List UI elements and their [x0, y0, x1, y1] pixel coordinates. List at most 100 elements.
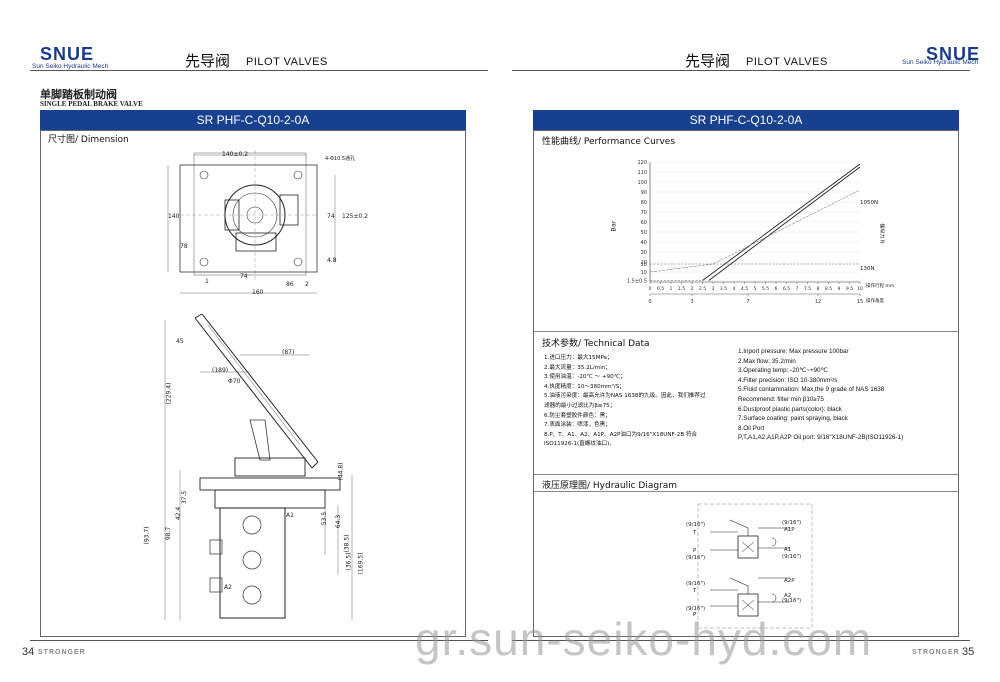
y-tick-label: 50	[641, 230, 647, 236]
hyd-label: A1P	[784, 527, 795, 533]
dim-label: (169.5)	[357, 552, 365, 575]
chart-annotation-130n: 130N	[860, 266, 875, 272]
left-page-number: 34	[22, 646, 35, 658]
tech-cn-line: 4.执度精度：10～380mm²/S；	[544, 383, 625, 390]
hyd-label: T	[693, 530, 697, 536]
right-title-en: PILOT VALVES	[746, 56, 828, 68]
y-tick-label: 20	[641, 260, 647, 266]
left-footer-brand: STRONGER	[38, 649, 86, 656]
tech-data-chinese: 1.进口压力：最大15MPa；2.最大流量：35.2L/min；3.使用油温：-…	[544, 354, 706, 450]
x-tick-label: 7	[796, 286, 799, 292]
dim-label: 160	[252, 289, 264, 296]
x-angle-tick-label: 7	[746, 299, 749, 305]
top-view-drawing	[167, 150, 336, 294]
performance-section-title: 性能曲线/ Performance Curves	[542, 137, 676, 147]
hydraulic-schematic	[697, 503, 813, 629]
x-tick-label: 4.5	[741, 286, 748, 292]
x-tick-label: 2	[691, 286, 694, 292]
y-tick-label: 40	[641, 240, 647, 246]
x-tick-label: 5.5	[762, 286, 769, 292]
series-line	[708, 166, 861, 281]
dim-label: Φ70	[228, 378, 241, 385]
tech-cn-line: 6.防尘套塑胶件颜色：黑；	[544, 412, 611, 419]
divider	[533, 474, 959, 475]
right-content-box	[533, 130, 959, 637]
x-tick-label: 1	[670, 286, 673, 292]
dim-label: 78	[180, 243, 188, 250]
x-tick-label: 2.5	[699, 286, 706, 292]
dim-label: 98.7	[165, 526, 173, 541]
hyd-label: (9/16")	[686, 522, 706, 528]
port-label-a1: A1	[286, 512, 294, 519]
dim-label: 53.5	[321, 511, 329, 526]
hyd-label: (9/16")	[686, 581, 706, 587]
left-footer-rule	[30, 640, 488, 641]
hydraulic-section-title: 液压原理图/ Hydraulic Diagram	[542, 481, 678, 491]
hyd-label: A2P	[784, 578, 795, 584]
tech-cn-line: 滤器的最小过滤比为β≥75；	[544, 402, 616, 409]
series-line	[649, 189, 861, 273]
dim-label: 140	[168, 213, 180, 220]
dim-label: (229.4)	[165, 382, 173, 405]
dim-label: (44.8)	[337, 462, 345, 481]
x-tick-label: 8	[817, 286, 820, 292]
right-footer-brand: STRONGER	[912, 649, 960, 656]
port-label-a2: A2	[224, 584, 232, 591]
tech-cn-line: ISO11926-1(直螺纹油口)。	[544, 441, 615, 448]
dim-label: (87)	[282, 349, 295, 356]
tech-cn-line: 7.表面涂装：喷漆，色黑；	[544, 422, 611, 429]
hyd-label: A1	[784, 547, 792, 553]
series-line	[702, 163, 861, 281]
divider	[533, 331, 959, 332]
y-tick-label: 110	[637, 170, 647, 176]
tech-en-line: P,T,A1,A2,A1P,A2P Oil port: 9/16"X18UNF-…	[738, 434, 904, 442]
dimension-section-title: 尺寸图/ Dimension	[48, 135, 129, 145]
left-content-box	[40, 130, 466, 637]
tech-en-line: 7.Surface coating: paint spraying, black	[738, 415, 848, 423]
dim-label: 2	[305, 281, 309, 288]
x-tick-label: 10	[857, 286, 863, 292]
tech-en-line: 4.Filter precision: ISO 10-380mm²/s	[738, 376, 838, 384]
right-page-number: 35	[962, 646, 975, 658]
tech-en-line: 6.Dustproof plastic parts(color): black	[738, 405, 842, 413]
dim-label: (36.5)	[345, 552, 353, 571]
left-page: SNUE Sun Seiko Hydraulic Mech 先导阀 PILOT …	[0, 0, 490, 682]
x-angle-tick-label: 0	[648, 299, 651, 305]
tech-cn-line: 5.油液污染度：最高允许为NAS 1638的九级。因此，我们推荐过	[544, 393, 706, 400]
chart-xlabel-bottom: 操作角度	[866, 299, 884, 304]
y-tick-label: 100	[637, 180, 647, 186]
left-model-band: SR PHF-C-Q10-2-0A	[40, 110, 466, 130]
y-tick-label: 30	[641, 250, 647, 256]
hyd-label: T	[693, 588, 697, 594]
y-tick-label: 60	[641, 220, 647, 226]
x-angle-tick-label: 12	[815, 299, 821, 305]
dim-label: 74	[240, 273, 248, 280]
y-tick-label: 70	[641, 210, 647, 216]
x-tick-label: 7.5	[804, 286, 811, 292]
left-title-en: PILOT VALVES	[246, 56, 328, 68]
right-footer-rule	[512, 640, 970, 641]
y-tick-label: 18	[641, 262, 647, 268]
hyd-label: (9/16")	[686, 555, 706, 561]
chart-xlabel-top: 操作行程 mm	[866, 284, 895, 289]
x-tick-label: 6	[775, 286, 778, 292]
watermark: gr.sun-seiko-hyd.com	[415, 613, 873, 665]
left-title-cn: 先导阀	[185, 52, 231, 70]
dim-label: 74	[327, 213, 335, 220]
dim-label: (38.5)	[343, 534, 351, 553]
dim-label: 37.5	[181, 490, 189, 505]
x-tick-label: 8.5	[825, 286, 832, 292]
x-tick-label: 5	[754, 286, 757, 292]
x-tick-label: 9	[838, 286, 841, 292]
chart-ylabel: Bar	[609, 220, 618, 232]
dim-label: (93.7)	[143, 526, 151, 545]
dim-label: 86	[286, 281, 294, 288]
tech-cn-line: 1.进口压力：最大15MPa；	[544, 355, 613, 361]
hyd-label: P	[693, 612, 697, 618]
x-angle-tick-label: 3	[690, 299, 693, 305]
tech-en-line: 3.Operating temp: -20℃~+90℃	[738, 367, 828, 375]
right-page: 先导阀 PILOT VALVES SNUE Sun Seiko Hydrauli…	[510, 0, 1000, 682]
dim-label: 1	[205, 278, 209, 285]
